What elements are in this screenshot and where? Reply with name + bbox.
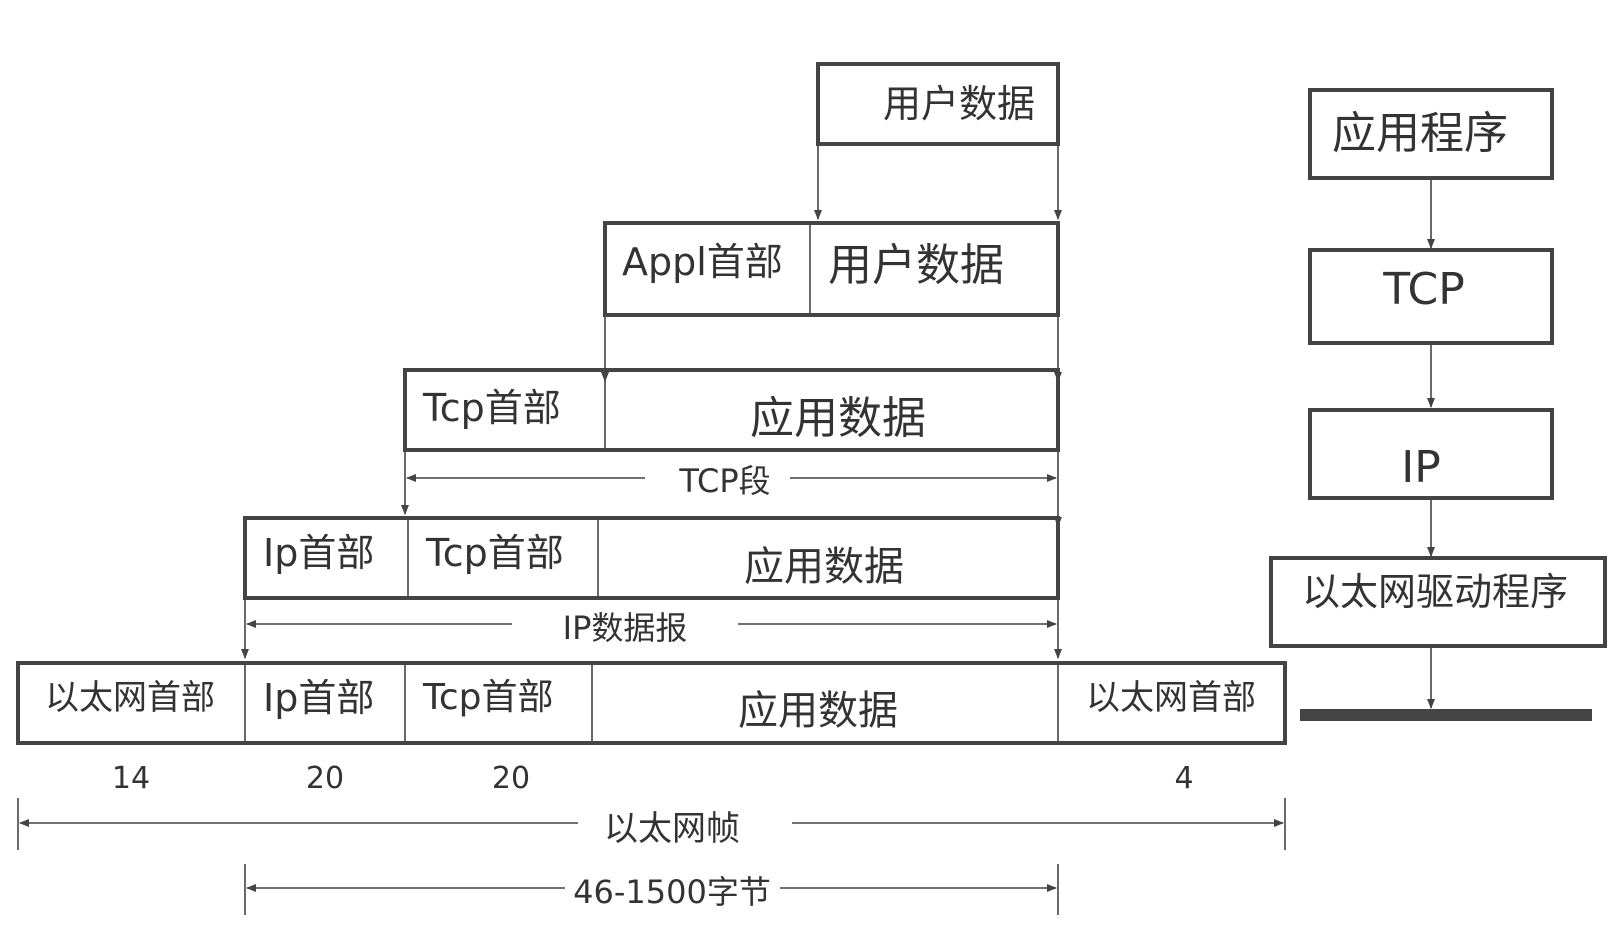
- size-eth-trailer: 4: [1174, 761, 1193, 796]
- tcp-row-box: [403, 368, 1060, 452]
- stack-ip-label: IP: [1401, 442, 1441, 493]
- stack-application-label: 应用程序: [1332, 108, 1508, 159]
- ip-row-ip-header-label: Ip首部: [263, 531, 374, 575]
- eth-row-ip-header-label: Ip首部: [263, 676, 374, 720]
- ip-datagram-label: IP数据报: [563, 609, 688, 647]
- ip-row-tcp-header-label: Tcp首部: [425, 531, 564, 575]
- tcp-segment-label: TCP段: [678, 462, 770, 500]
- appl-data-label: 用户数据: [828, 240, 1004, 291]
- user-data-label: 用户数据: [883, 82, 1035, 126]
- size-eth-header: 14: [112, 761, 150, 796]
- tcp-row-tcp-header-label: Tcp首部: [422, 386, 561, 430]
- appl-header-label: Appl首部: [622, 240, 783, 284]
- ip-row-box: [243, 516, 1060, 600]
- eth-row-tcp-header-label: Tcp首部: [422, 677, 554, 718]
- appl-row-box: [603, 221, 1060, 317]
- eth-row-eth-trailer-label: 以太网首部: [1086, 678, 1256, 718]
- stack-ethernet-driver-box: [1269, 556, 1607, 648]
- size-tcp-header: 20: [492, 761, 530, 796]
- eth-row-eth-header-label: 以太网首部: [45, 678, 215, 718]
- size-ip-header: 20: [306, 761, 344, 796]
- network-medium-bar: [1300, 709, 1592, 721]
- ethernet-row-box: [16, 661, 1287, 745]
- payload-range-label: 46-1500字节: [573, 873, 771, 911]
- stack-tcp-label: TCP: [1382, 264, 1465, 315]
- ip-row-data-label: 应用数据: [744, 544, 904, 590]
- eth-row-data-label: 应用数据: [738, 688, 898, 734]
- tcp-row-data-label: 应用数据: [750, 393, 926, 444]
- user-data-box: [816, 62, 1060, 146]
- ethernet-frame-label: 以太网帧: [604, 809, 740, 849]
- stack-ethernet-driver-label: 以太网驱动程序: [1302, 570, 1568, 614]
